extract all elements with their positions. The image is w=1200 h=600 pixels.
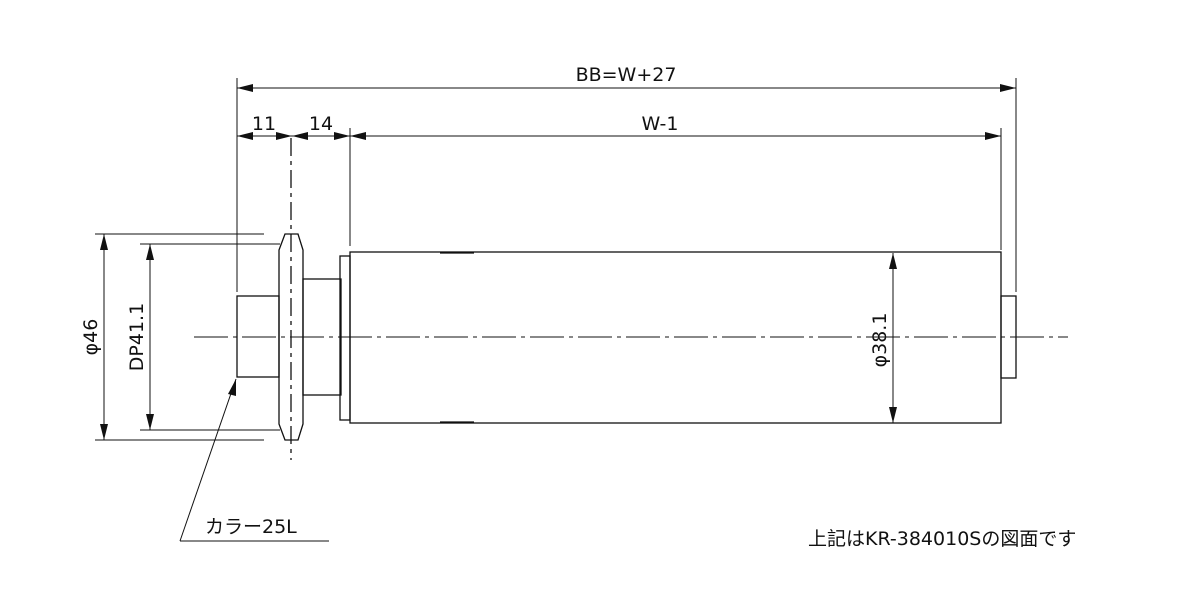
- tube-diameter-dimension: φ38.1: [869, 253, 897, 423]
- center-lines: [194, 138, 1068, 460]
- sprocket-flange: [278, 233, 304, 441]
- tube-length-label: W-1: [642, 113, 679, 135]
- collar-leader: カラー25L: [179, 378, 329, 542]
- flange-offset-label: 14: [309, 113, 333, 135]
- drawing-note: 上記はKR-384010Sの図面です: [808, 528, 1076, 550]
- segment-dimensions: 11 14 W-1: [237, 113, 1001, 140]
- overall-length-label: BB=W+27: [576, 64, 677, 86]
- extension-lines: [95, 78, 1017, 441]
- overall-length-dimension: BB=W+27: [237, 64, 1016, 92]
- collar-offset-label: 11: [252, 113, 276, 135]
- flange-diameter-label: φ46: [80, 319, 102, 356]
- drive-pitch-label: DP41.1: [126, 303, 148, 371]
- collar-label: カラー25L: [205, 516, 297, 538]
- drive-pitch-dimension: DP41.1: [126, 244, 154, 430]
- tube-diameter-label: φ38.1: [869, 313, 891, 368]
- flange-diameter-dimension: φ46: [80, 234, 108, 440]
